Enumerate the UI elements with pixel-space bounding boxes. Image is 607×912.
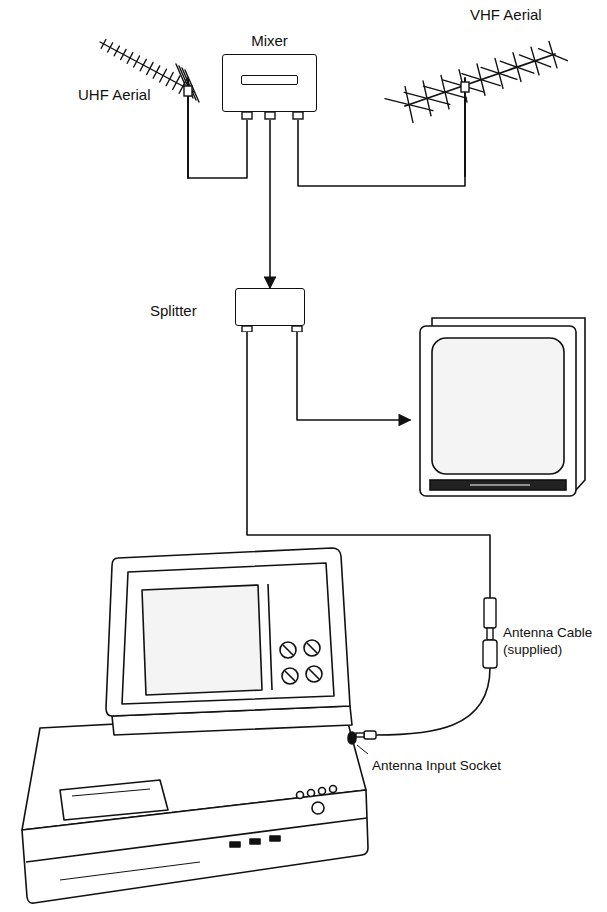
tv-feed-cable: [297, 332, 410, 420]
cable-plug: [483, 598, 497, 668]
splitter-box: Splitter: [130, 288, 310, 332]
node-label: VHF Aerial: [470, 6, 542, 24]
cable-label: Antenna Cable (supplied): [503, 624, 601, 658]
node-label: Mixer: [222, 32, 317, 50]
cable-connector: [269, 120, 271, 288]
television: [420, 318, 585, 496]
uhf-aerial: UHF Aerial: [70, 40, 210, 178]
splitter-ports: [235, 326, 305, 332]
vhf-aerial-drawing: [395, 6, 575, 176]
node-label: Splitter: [150, 302, 197, 320]
cable-connector: [298, 120, 465, 186]
cable-connector: [188, 120, 247, 178]
mixer-slot: [241, 75, 298, 85]
splitter-housing: [235, 288, 305, 326]
antenna-cable-lead: [376, 668, 490, 735]
mixer-housing: [222, 54, 317, 112]
mixer-box: Mixer: [222, 32, 317, 120]
portable-video-unit: [22, 548, 368, 903]
leader-line: [357, 745, 368, 754]
node-label: UHF Aerial: [78, 86, 151, 104]
uhf-aerial-drawing: [70, 40, 210, 178]
mixer-ports: [222, 112, 317, 120]
socket-label: Antenna Input Socket: [372, 757, 501, 774]
socket-jack: [356, 731, 376, 739]
vhf-aerial: VHF Aerial: [395, 6, 575, 176]
